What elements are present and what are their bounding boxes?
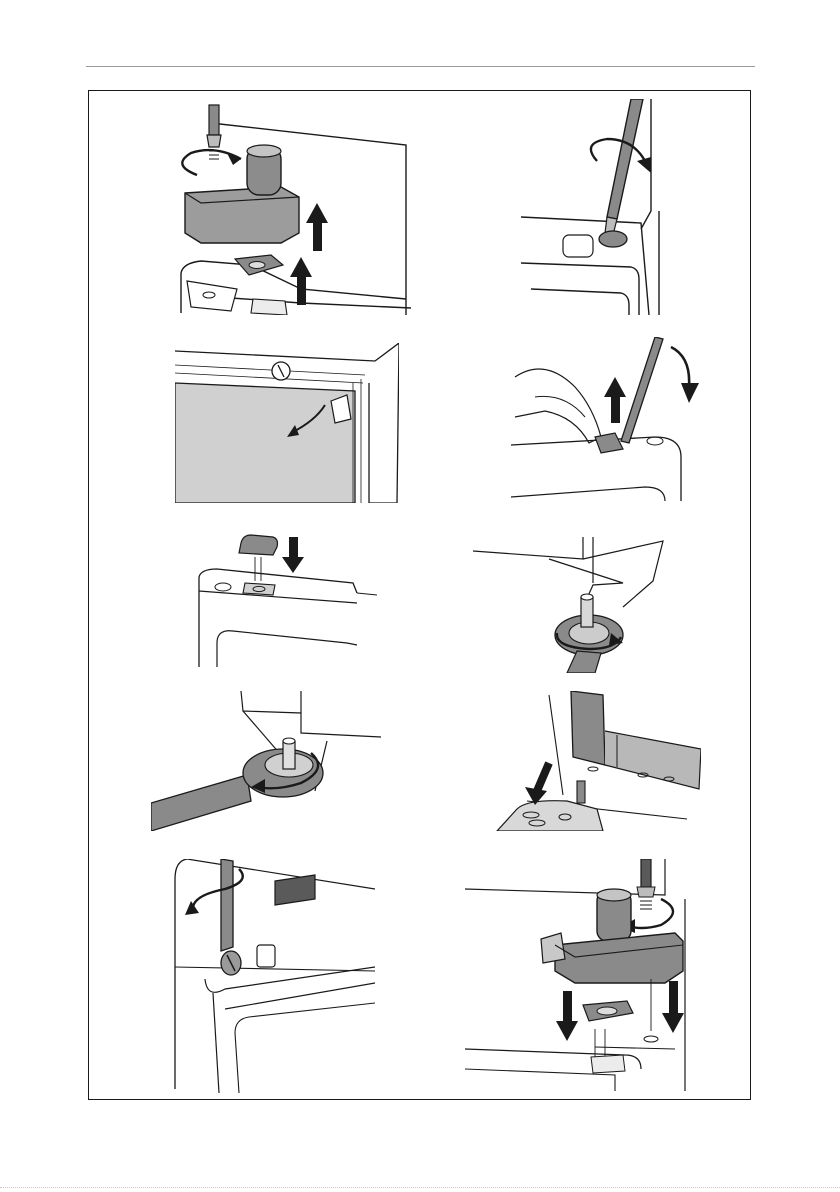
wrench-rotate-illustration (473, 537, 669, 673)
panel-door-tilt (175, 343, 399, 503)
screwdriver-rotate-illustration (165, 859, 375, 1093)
wrench-rotate-illustration (151, 691, 391, 831)
panel-screw-cover (165, 859, 375, 1093)
screwdriver-rotate-illustration (521, 99, 681, 315)
panel-unscrew-pin (521, 99, 681, 315)
cap-insert-illustration (197, 533, 377, 667)
panel-remove-hinge (161, 103, 411, 315)
cap-removal-illustration (505, 337, 705, 501)
panel-pry-cap (505, 337, 705, 501)
door-insert-illustration (487, 691, 701, 831)
hinge-removal-illustration (161, 103, 411, 315)
panel-wrench-loosen (473, 537, 669, 673)
illustration-frame (88, 90, 751, 1100)
door-open-illustration (175, 343, 399, 503)
panel-insert-cap (197, 533, 377, 667)
panel-insert-door (487, 691, 701, 831)
panel-mount-hinge (465, 859, 697, 1091)
hinge-mount-illustration (465, 859, 697, 1091)
page-bottom-edge (0, 1187, 840, 1188)
header-rule (86, 66, 755, 67)
panel-wrench-tighten (151, 691, 391, 831)
